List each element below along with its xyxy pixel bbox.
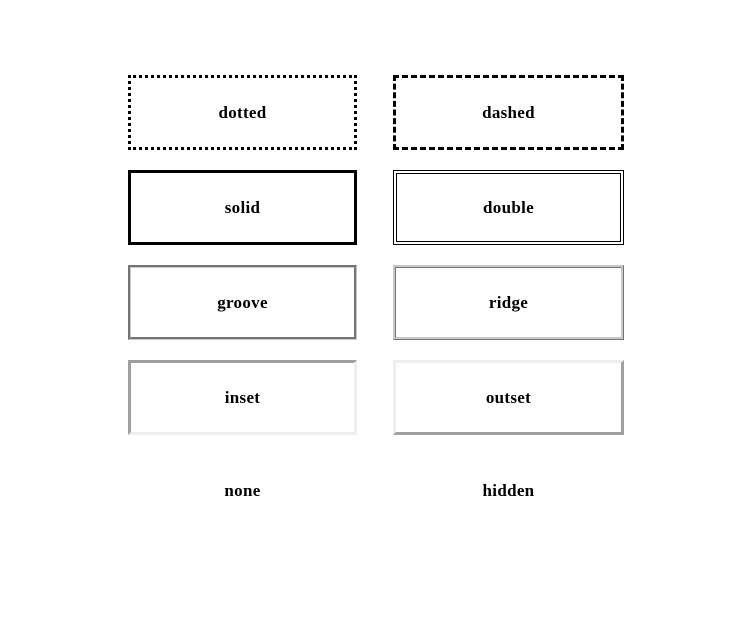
box-outset-label: outset [485,387,532,407]
box-inset: inset [128,360,357,435]
box-outset: outset [393,360,624,435]
box-dashed-label: dashed [482,102,535,122]
box-dotted: dotted [128,75,357,150]
box-groove: groove [128,265,357,340]
box-hidden: hidden [393,453,624,528]
box-double: double [393,170,624,245]
box-none: none [128,453,357,528]
box-none-label: none [224,480,261,500]
box-solid: solid [128,170,357,245]
box-groove-label: groove [217,292,268,312]
box-double-label: double [483,197,534,217]
box-dotted-label: dotted [218,102,267,122]
box-dashed: dashed [393,75,624,150]
box-ridge: ridge [393,265,624,340]
box-inset-label: inset [224,387,261,407]
box-ridge-label: ridge [488,292,529,312]
box-hidden-label: hidden [482,480,535,500]
box-solid-label: solid [224,197,261,217]
